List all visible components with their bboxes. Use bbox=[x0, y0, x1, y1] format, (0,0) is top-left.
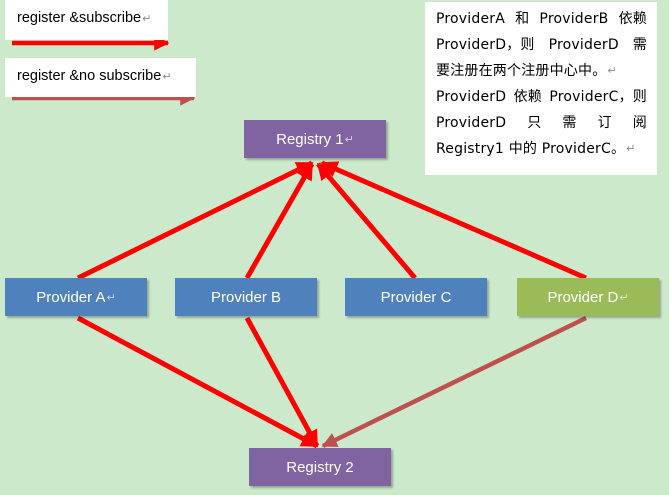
paragraph-mark-icon: ↵ bbox=[106, 291, 116, 304]
note-word: ProviderD bbox=[436, 89, 507, 105]
note-word: ProviderD，则 bbox=[436, 37, 535, 53]
node-provider-b[interactable]: Provider B bbox=[175, 278, 317, 316]
note-word: 要注册在两个注册中心中。 bbox=[436, 63, 607, 79]
note-word: ProviderB bbox=[539, 11, 609, 27]
edge-provider-d-registry2 bbox=[321, 315, 587, 449]
paragraph-mark-icon: ↵ bbox=[626, 142, 636, 155]
note-word: 依赖 bbox=[513, 89, 542, 105]
edge-provider-d-registry1 bbox=[320, 160, 587, 281]
edge-provider-b-registry2 bbox=[244, 316, 320, 448]
node-provider-b-label: Provider B bbox=[210, 288, 282, 306]
note-word: 依赖 bbox=[618, 11, 647, 27]
note-box: ProviderA 和 ProviderB 依赖 ProviderD，则 Pro… bbox=[425, 2, 657, 175]
node-registry-1-label: Registry 1 bbox=[276, 130, 344, 148]
note-word: ProviderD bbox=[548, 37, 619, 53]
note-line: ProviderA 和 ProviderB 依赖 bbox=[436, 6, 647, 32]
paragraph-mark-icon: ↵ bbox=[619, 291, 629, 304]
edge-provider-b-registry1 bbox=[244, 162, 315, 280]
legend-label-register-no-subscribe: register &no subscribe bbox=[17, 68, 162, 84]
paragraph-mark-icon: ↵ bbox=[162, 71, 172, 83]
node-registry-2[interactable]: Registry 2 bbox=[249, 448, 391, 486]
edge-provider-c-registry1 bbox=[316, 162, 417, 280]
note-word: 阅 bbox=[632, 115, 647, 131]
note-line: ProviderD 只 需 订 阅 bbox=[436, 110, 647, 136]
node-registry-1[interactable]: Registry 1↵ bbox=[244, 120, 386, 158]
paragraph-mark-icon: ↵ bbox=[142, 13, 152, 25]
note-line: 要注册在两个注册中心中。↵ bbox=[436, 58, 647, 84]
note-word: 中的 bbox=[508, 141, 538, 157]
note-word: 和 bbox=[515, 11, 530, 27]
node-provider-c[interactable]: Provider C bbox=[345, 278, 487, 316]
note-line: ProviderD，则 ProviderD 需 bbox=[436, 32, 647, 58]
note-word: ProviderD bbox=[436, 115, 507, 131]
paragraph-mark-icon: ↵ bbox=[607, 64, 617, 77]
node-provider-d[interactable]: Provider D↵ bbox=[517, 278, 659, 316]
note-word: 需 bbox=[562, 115, 577, 131]
legend-register-no-subscribe: register &no subscribe↵ bbox=[5, 58, 196, 97]
node-provider-a-label: Provider A bbox=[36, 288, 106, 306]
note-word: ProviderC，则 bbox=[549, 89, 647, 105]
note-word: Registry1 bbox=[436, 141, 505, 157]
legend-label-register-subscribe: register &subscribe bbox=[17, 10, 142, 26]
edge-provider-a-registry2 bbox=[76, 315, 319, 449]
note-word: ProviderC。 bbox=[541, 141, 626, 157]
legend-register-subscribe: register &subscribe↵ bbox=[5, 0, 168, 40]
note-word: 订 bbox=[597, 115, 612, 131]
note-line: ProviderD 依赖 ProviderC，则 bbox=[436, 84, 647, 110]
note-line: Registry1 中的 ProviderC。↵ bbox=[436, 136, 647, 162]
node-provider-a[interactable]: Provider A↵ bbox=[5, 278, 147, 316]
paragraph-mark-icon: ↵ bbox=[344, 133, 354, 146]
edge-provider-a-registry1 bbox=[76, 160, 314, 281]
note-word: ProviderA bbox=[436, 11, 506, 27]
node-provider-d-label: Provider D bbox=[547, 288, 619, 306]
node-registry-2-label: Registry 2 bbox=[286, 458, 354, 476]
node-provider-c-label: Provider C bbox=[380, 288, 452, 306]
note-word: 只 bbox=[527, 115, 542, 131]
note-word: 需 bbox=[632, 37, 647, 53]
